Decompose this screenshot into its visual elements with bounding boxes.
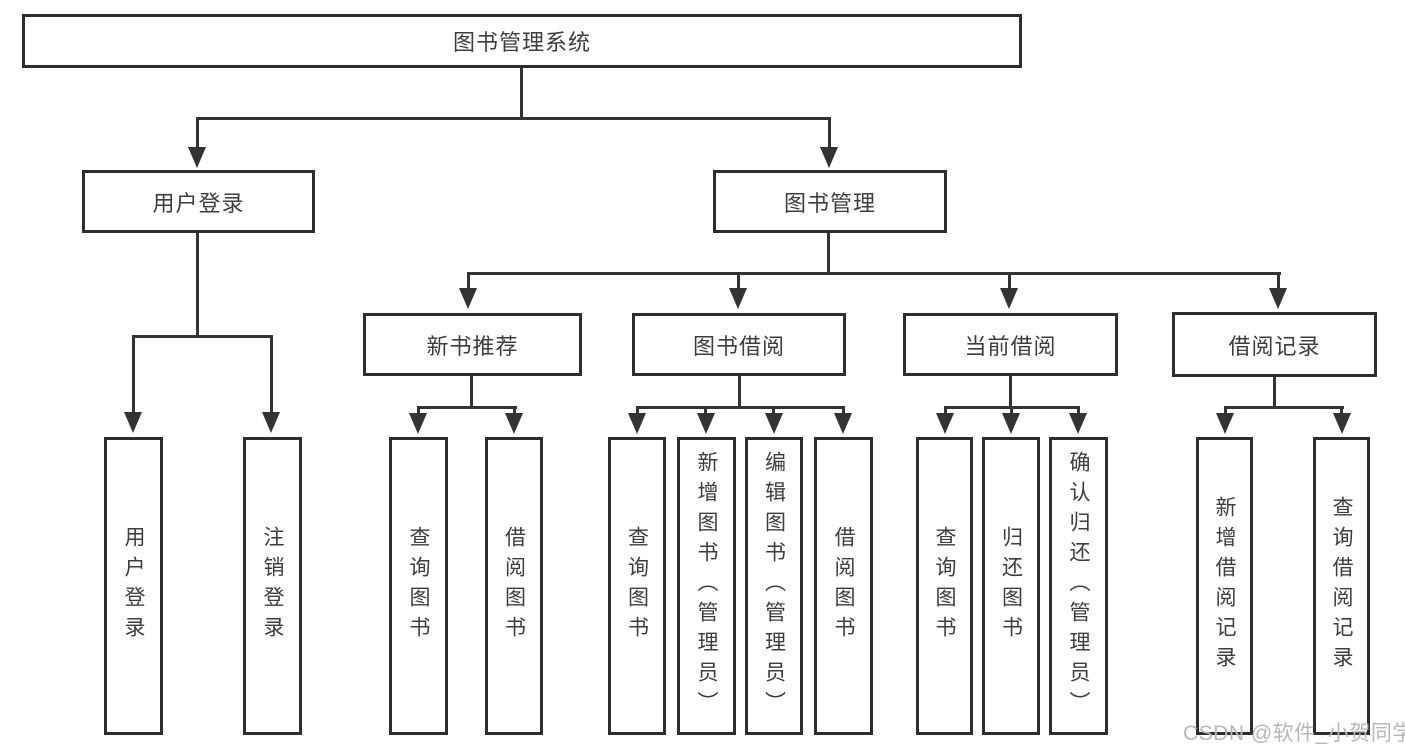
arrowhead-icon — [936, 413, 954, 434]
leaf-add-borrow-record-label: 新增借阅记录 — [1213, 496, 1236, 676]
leaf-borrow-books-recommend: 借阅图书 — [485, 437, 543, 735]
leaf-return-book: 归还图书 — [982, 437, 1040, 735]
leaf-add-borrow-record: 新增借阅记录 — [1196, 437, 1253, 735]
leaf-query-books-borrowing-label: 查询图书 — [625, 526, 649, 646]
arrowhead-icon — [697, 413, 715, 434]
connector-line — [1009, 374, 1012, 409]
leaf-logout-login: 注销登录 — [243, 437, 302, 735]
connector-line — [270, 335, 273, 413]
node-borrowing-records: 借阅记录 — [1172, 312, 1377, 377]
arrowhead-icon — [729, 288, 747, 309]
node-current-borrowing-label: 当前借阅 — [964, 333, 1057, 359]
arrowhead-icon — [124, 412, 142, 433]
leaf-logout-login-label: 注销登录 — [261, 526, 284, 646]
connector-line — [1008, 272, 1011, 290]
node-root: 图书管理系统 — [22, 14, 1022, 68]
connector-line — [196, 117, 199, 149]
leaf-add-book-admin-label: 新增图书（管理员） — [695, 451, 718, 721]
node-book-management-label: 图书管理 — [783, 190, 876, 216]
connector-line — [1224, 406, 1344, 409]
leaf-add-book-admin: 新增图书（管理员） — [677, 437, 736, 735]
connector-line — [737, 272, 740, 290]
connector-line — [196, 231, 199, 337]
connector-line — [1224, 406, 1227, 415]
leaf-query-borrow-record: 查询借阅记录 — [1313, 437, 1370, 735]
node-current-borrowing: 当前借阅 — [903, 313, 1118, 376]
connector-line — [827, 231, 830, 275]
arrowhead-icon — [1216, 413, 1234, 434]
connector-line — [1340, 406, 1343, 415]
arrowhead-icon — [1333, 413, 1351, 434]
leaf-confirm-return-admin-label: 确认归还（管理员） — [1067, 451, 1090, 721]
connector-line — [520, 66, 523, 119]
connector-line — [132, 335, 273, 338]
connector-line — [772, 406, 775, 415]
connector-line — [636, 406, 639, 415]
connector-line — [197, 117, 831, 120]
node-new-book-recommendation-label: 新书推荐 — [426, 333, 519, 359]
connector-line — [417, 406, 517, 409]
node-book-borrowing: 图书借阅 — [632, 313, 846, 376]
connector-line — [1273, 375, 1276, 409]
leaf-user-login-label: 用户登录 — [122, 526, 145, 646]
arrowhead-icon — [834, 413, 852, 434]
leaf-borrow-books: 借阅图书 — [814, 437, 873, 735]
connector-line — [513, 406, 516, 415]
arrowhead-icon — [1000, 288, 1018, 309]
leaf-query-books-recommend-label: 查询图书 — [407, 526, 430, 646]
arrowhead-icon — [459, 288, 477, 309]
connector-line — [132, 335, 135, 413]
arrowhead-icon — [1002, 413, 1020, 434]
arrowhead-icon — [505, 413, 523, 434]
leaf-query-borrow-record-label: 查询借阅记录 — [1330, 496, 1353, 676]
arrowhead-icon — [409, 413, 427, 434]
connector-line — [467, 272, 1281, 275]
leaf-query-books-recommend: 查询图书 — [389, 437, 448, 735]
arrowhead-icon — [628, 413, 646, 434]
leaf-confirm-return-admin: 确认归还（管理员） — [1049, 437, 1108, 735]
arrowhead-icon — [188, 147, 206, 168]
leaf-query-books-current-label: 查询图书 — [933, 526, 956, 646]
leaf-edit-book-admin-label: 编辑图书（管理员） — [762, 451, 786, 721]
leaf-borrow-books-recommend-label: 借阅图书 — [502, 526, 526, 646]
arrowhead-icon — [1269, 288, 1287, 309]
node-new-book-recommendation: 新书推荐 — [363, 313, 582, 376]
leaf-return-book-label: 归还图书 — [999, 526, 1023, 646]
node-root-label: 图书管理系统 — [452, 30, 591, 55]
leaf-query-books-current: 查询图书 — [916, 437, 973, 735]
arrowhead-icon — [820, 147, 838, 168]
connector-line — [828, 117, 831, 149]
arrowhead-icon — [262, 412, 280, 433]
connector-line — [467, 272, 470, 290]
node-book-borrowing-label: 图书借阅 — [692, 333, 785, 359]
connector-line — [1277, 272, 1280, 290]
node-user-login: 用户登录 — [82, 170, 315, 233]
connector-line — [944, 406, 947, 415]
arrowhead-icon — [1069, 413, 1087, 434]
arrowhead-icon — [765, 413, 783, 434]
node-user-login-label: 用户登录 — [152, 190, 245, 216]
connector-line — [1077, 406, 1080, 415]
node-borrowing-records-label: 借阅记录 — [1228, 333, 1321, 359]
connector-line — [738, 374, 741, 409]
watermark: CSDN @软件_小贺同学 — [1183, 722, 1405, 745]
leaf-query-books-borrowing: 查询图书 — [608, 437, 666, 735]
connector-line — [470, 374, 473, 409]
connector-line — [704, 406, 707, 415]
node-book-management: 图书管理 — [713, 170, 947, 233]
leaf-borrow-books-label: 借阅图书 — [832, 526, 855, 646]
connector-line — [1010, 406, 1013, 415]
connector-line — [842, 406, 845, 415]
leaf-user-login: 用户登录 — [104, 437, 163, 735]
connector-line — [417, 406, 420, 415]
leaf-edit-book-admin: 编辑图书（管理员） — [745, 437, 803, 735]
connector-line — [636, 406, 845, 409]
